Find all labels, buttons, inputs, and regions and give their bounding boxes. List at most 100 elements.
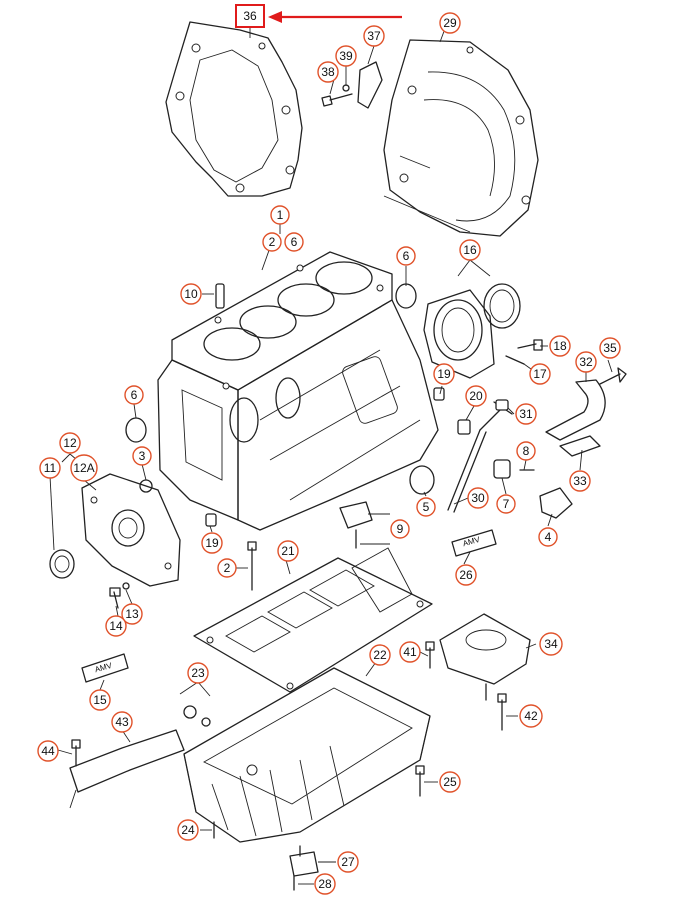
dowel-10[interactable] [215, 283, 225, 309]
pin-19-bottom[interactable] [205, 513, 217, 527]
callout-label: 27 [341, 855, 355, 869]
callout-label: 32 [579, 355, 593, 369]
callout-25[interactable]: 25 [439, 771, 461, 793]
callout-6-top-left[interactable]: 6 [284, 232, 304, 252]
callout-1[interactable]: 1 [270, 205, 290, 225]
callout-label: 30 [471, 491, 485, 505]
callout-16[interactable]: 16 [459, 239, 481, 261]
bolt-38[interactable] [321, 93, 353, 107]
callout-38[interactable]: 38 [317, 61, 339, 83]
callout-12a[interactable]: 12A [70, 454, 98, 482]
bolt-18[interactable] [517, 339, 543, 351]
intermediate-plate-36[interactable] [165, 21, 303, 197]
callout-21[interactable]: 21 [277, 540, 299, 562]
callout-19-top[interactable]: 19 [433, 363, 455, 385]
callout-26[interactable]: 26 [455, 564, 477, 586]
bolt-42[interactable] [497, 693, 507, 731]
seal-flange-16[interactable] [423, 283, 521, 379]
bracket-32[interactable] [545, 379, 606, 441]
cylinder-block-1[interactable] [157, 251, 439, 531]
callout-37[interactable]: 37 [363, 25, 385, 47]
bolt-44[interactable] [71, 739, 81, 767]
callout-41[interactable]: 41 [399, 641, 421, 663]
callout-31[interactable]: 31 [515, 403, 537, 425]
callout-20[interactable]: 20 [465, 385, 487, 407]
callout-13[interactable]: 13 [121, 603, 143, 625]
bolt-2[interactable] [247, 541, 257, 591]
callout-label: 34 [544, 637, 558, 651]
oil-pan-22[interactable] [183, 667, 431, 843]
callout-19-bottom[interactable]: 19 [201, 532, 223, 554]
callout-44[interactable]: 44 [37, 740, 59, 762]
callout-14[interactable]: 14 [105, 615, 127, 637]
callout-7[interactable]: 7 [496, 494, 516, 514]
callout-8[interactable]: 8 [516, 441, 536, 461]
bolt-17[interactable] [505, 355, 525, 365]
callout-43[interactable]: 43 [111, 711, 133, 733]
callout-5[interactable]: 5 [416, 497, 436, 517]
callout-label: 6 [131, 388, 138, 402]
callout-36[interactable]: 36 [235, 4, 265, 28]
callout-label: 20 [469, 389, 483, 403]
callout-18[interactable]: 18 [549, 335, 571, 357]
callout-9[interactable]: 9 [390, 519, 410, 539]
pin-19-top[interactable] [433, 387, 445, 401]
callout-2-top[interactable]: 2 [262, 232, 282, 252]
sensor-bracket-37[interactable] [357, 61, 383, 109]
sleeve-20[interactable] [457, 419, 471, 435]
callout-29[interactable]: 29 [439, 12, 461, 34]
callout-15[interactable]: 15 [89, 689, 111, 711]
bolt-14[interactable] [109, 587, 121, 609]
gasket-43[interactable] [69, 729, 185, 809]
sealant-tube-15[interactable]: AMV [81, 653, 129, 683]
callout-label: 9 [397, 522, 404, 536]
clip-33[interactable] [559, 435, 601, 457]
callout-32[interactable]: 32 [575, 351, 597, 373]
drain-plug-23[interactable] [183, 705, 211, 727]
callout-30[interactable]: 30 [467, 487, 489, 509]
callout-33[interactable]: 33 [569, 470, 591, 492]
callout-11[interactable]: 11 [39, 457, 61, 479]
oil-pan-gasket-21[interactable] [193, 547, 433, 693]
callout-17[interactable]: 17 [529, 363, 551, 385]
callout-42[interactable]: 42 [519, 704, 543, 728]
callout-24[interactable]: 24 [177, 819, 199, 841]
callout-3[interactable]: 3 [132, 446, 152, 466]
callout-2-bottom[interactable]: 2 [217, 558, 237, 578]
callout-39[interactable]: 39 [335, 45, 357, 67]
oil-pump-34[interactable] [439, 613, 531, 701]
bolt-35[interactable] [599, 367, 627, 385]
bracket-9[interactable] [339, 501, 373, 549]
callout-label: 42 [524, 709, 538, 723]
callout-10[interactable]: 10 [180, 283, 202, 305]
seal-ring-6-top[interactable] [395, 283, 417, 309]
callout-6-top-right[interactable]: 6 [396, 246, 416, 266]
callout-28[interactable]: 28 [314, 873, 336, 895]
callout-35[interactable]: 35 [599, 337, 621, 359]
callout-4[interactable]: 4 [538, 527, 558, 547]
bolt-25[interactable] [415, 765, 425, 797]
callout-23[interactable]: 23 [187, 662, 209, 684]
oil-pump-housing-12[interactable] [81, 473, 181, 587]
seal-ring-6-left[interactable] [125, 417, 147, 443]
oil-level-sender-27[interactable] [289, 845, 319, 877]
callout-27[interactable]: 27 [337, 851, 359, 873]
bolt-41[interactable] [425, 641, 435, 669]
oil-spray-tube-31[interactable] [479, 399, 513, 431]
washer-13[interactable] [122, 582, 130, 590]
dipstick-guide-30[interactable] [447, 429, 487, 513]
callout-label: 28 [318, 877, 332, 891]
sealant-tube-26[interactable]: AMV [451, 529, 497, 557]
callout-label: 6 [403, 249, 410, 263]
callout-label: 21 [281, 544, 295, 558]
sensor-4[interactable] [539, 487, 573, 519]
sensor-7[interactable] [493, 459, 511, 479]
flywheel-cover-plate-29[interactable] [383, 39, 539, 237]
callout-22[interactable]: 22 [369, 644, 391, 666]
callout-34[interactable]: 34 [539, 632, 563, 656]
callout-6-left[interactable]: 6 [124, 385, 144, 405]
seal-11[interactable] [49, 549, 75, 579]
callout-12[interactable]: 12 [59, 432, 81, 454]
o-ring-5[interactable] [409, 465, 435, 495]
